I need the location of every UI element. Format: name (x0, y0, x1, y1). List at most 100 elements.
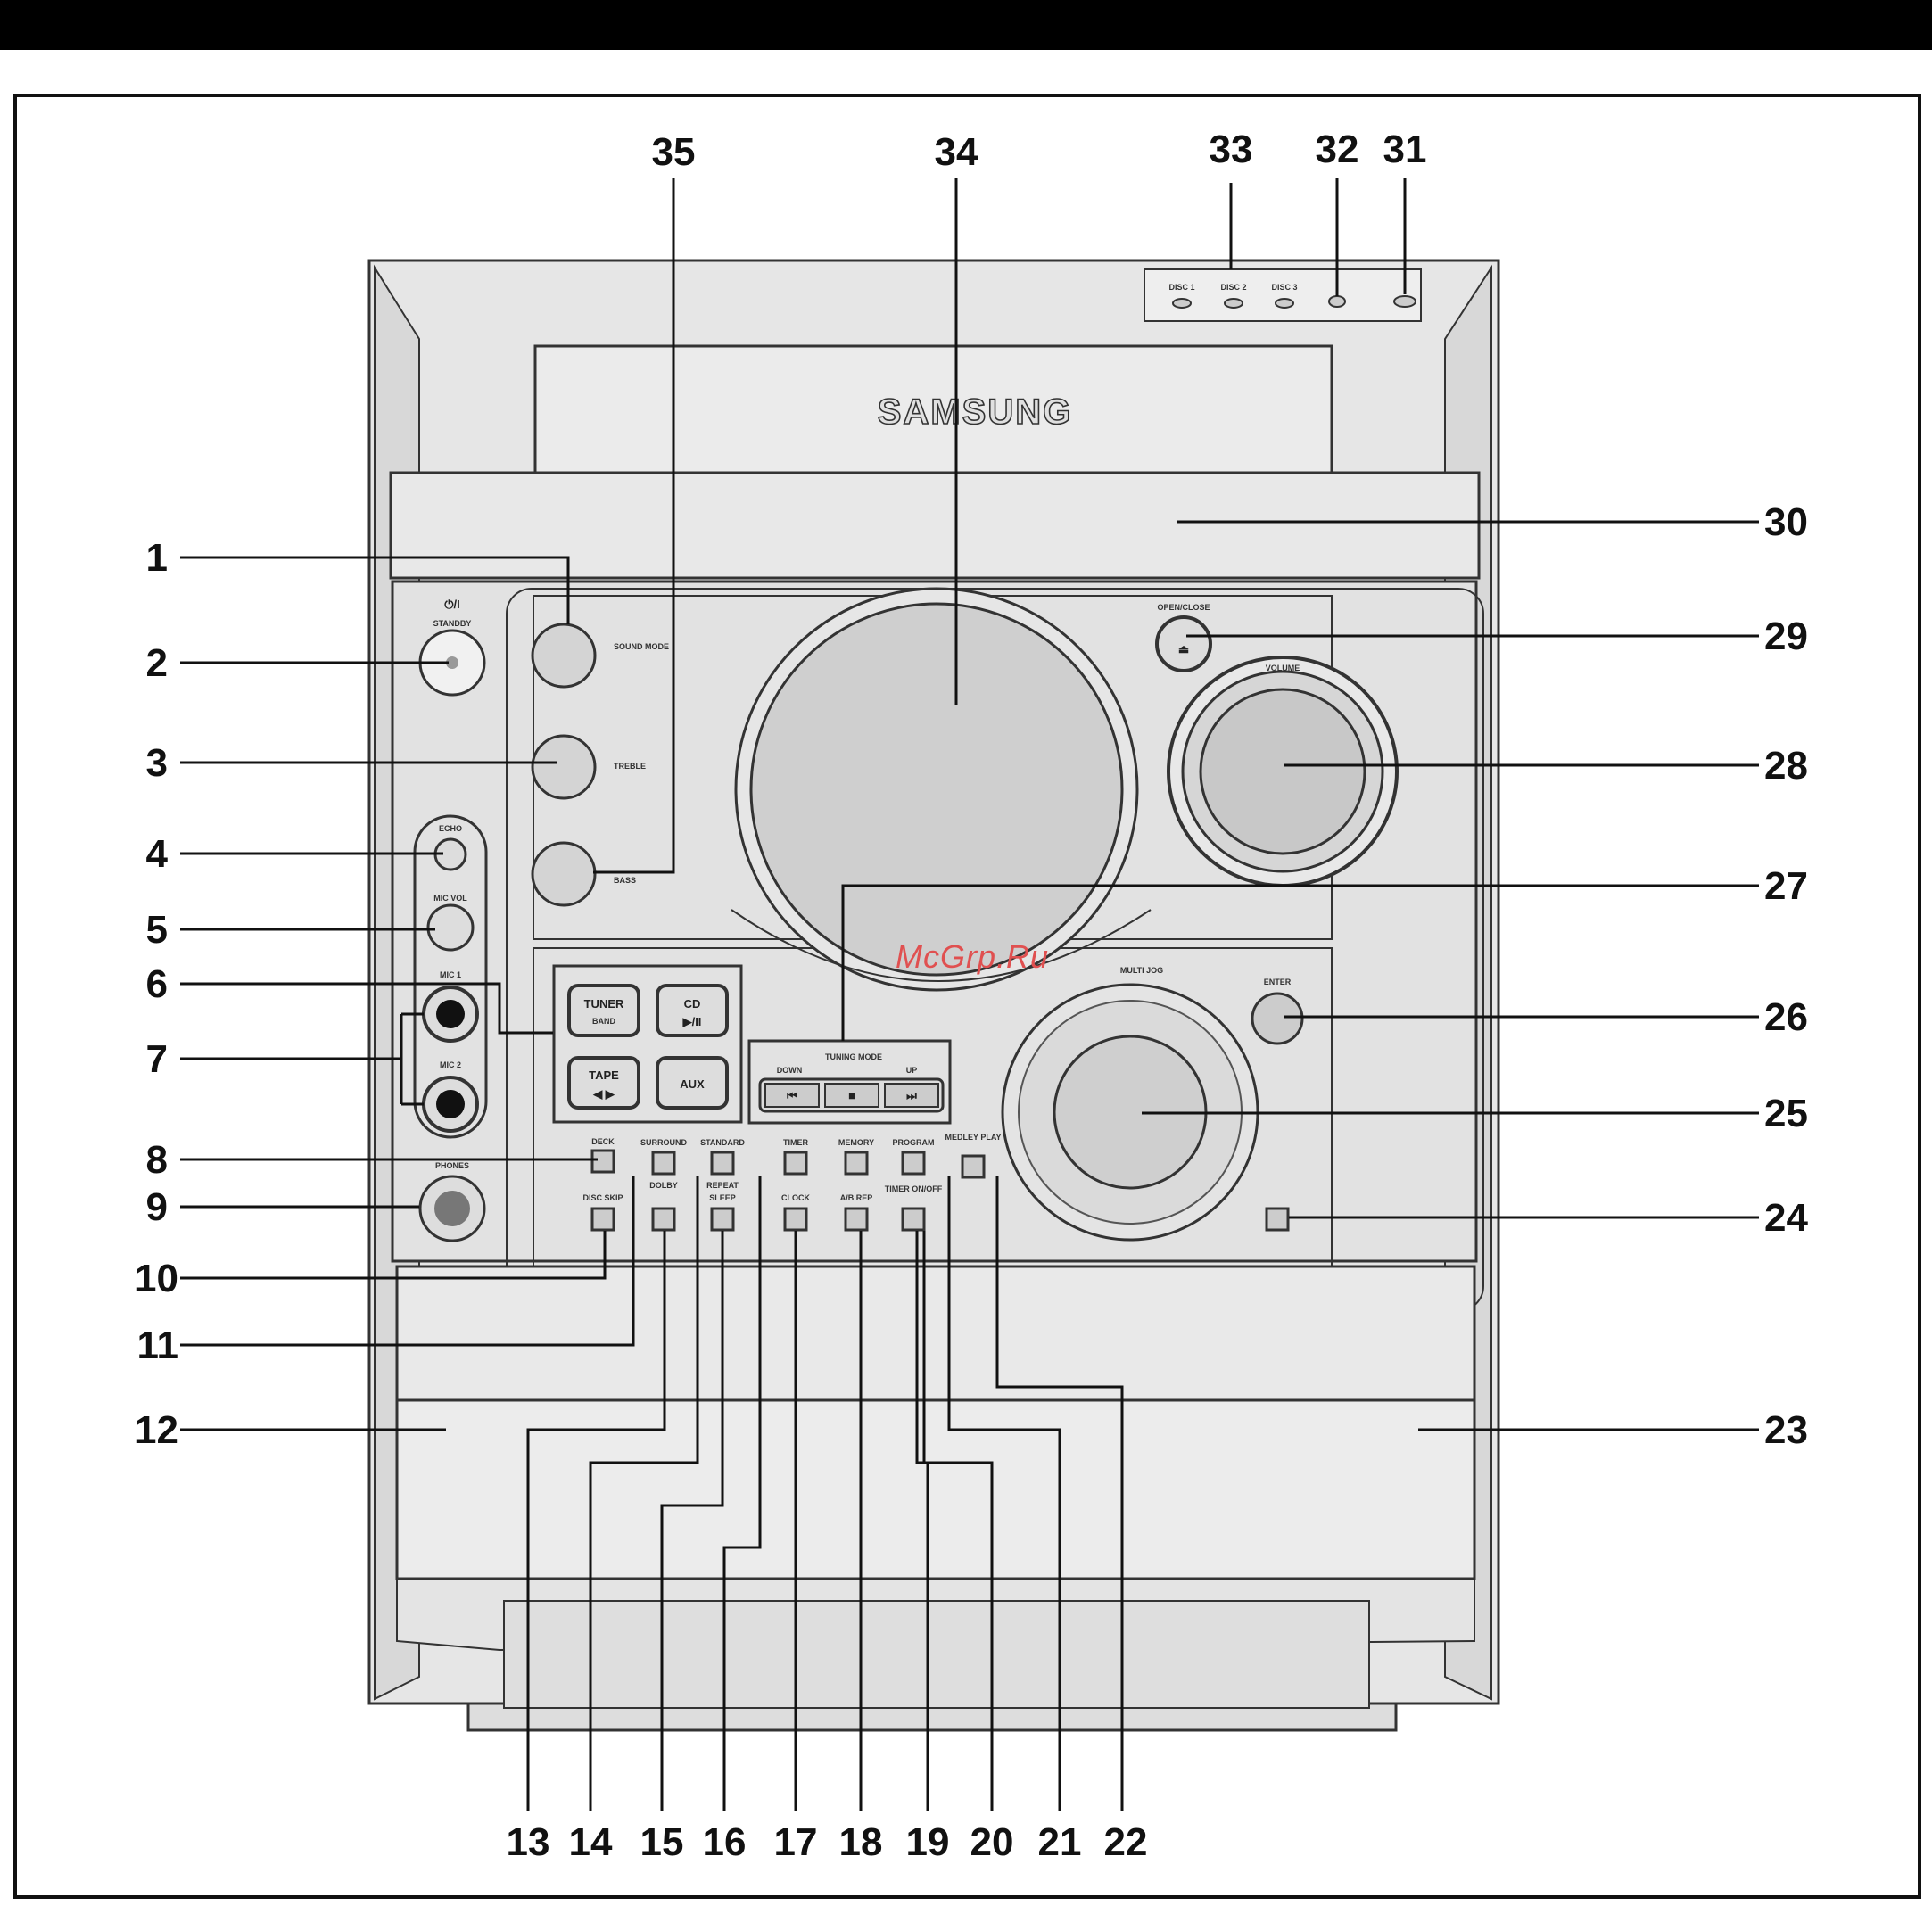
callout-33: 33 (1210, 128, 1253, 171)
callout-22: 22 (1104, 1820, 1148, 1864)
tuner-button[interactable] (567, 984, 640, 1037)
leader-lines (180, 178, 1759, 1811)
down-label: DOWN (777, 1066, 803, 1075)
sleep-label: SLEEP (709, 1193, 736, 1202)
samsung-logo: SAMSUNG (878, 392, 1072, 432)
top-black-band (0, 0, 1932, 50)
volume-knob[interactable] (1199, 688, 1366, 855)
skip-back-button[interactable] (764, 1083, 820, 1108)
callout-4: 4 (146, 832, 169, 876)
callout-26: 26 (1764, 995, 1808, 1039)
standby-label: STANDBY (433, 619, 472, 628)
enter-button[interactable] (1251, 992, 1304, 1045)
disc3-led (1275, 298, 1294, 309)
surround-button[interactable] (651, 1151, 676, 1176)
multi-jog-label: MULTI JOG (1120, 966, 1163, 975)
sound-mode-knob[interactable] (531, 623, 597, 689)
stop-button[interactable] (824, 1083, 879, 1108)
timer-onoff-button[interactable] (901, 1207, 926, 1232)
callout-31: 31 (1383, 128, 1427, 171)
clock-label: CLOCK (781, 1193, 810, 1202)
callout-32: 32 (1316, 128, 1359, 171)
ab-rep-button[interactable] (844, 1207, 869, 1232)
callout-3: 3 (146, 741, 168, 785)
disc-skip-button[interactable] (590, 1207, 615, 1232)
disc-indicators: DISC 1 DISC 2 DISC 3 (1168, 283, 1416, 309)
callout-2: 2 (146, 641, 168, 685)
clock-button[interactable] (783, 1207, 808, 1232)
tone-knobs: SOUND MODE TREBLE BASS (531, 623, 669, 907)
sleep-button[interactable] (710, 1207, 735, 1232)
tuning-controls: DOWN TUNING MODE UP ⏮ ■ ⏭ (747, 1039, 952, 1125)
callout-25: 25 (1764, 1092, 1808, 1135)
open-close-icon: ⏏ (1178, 642, 1189, 656)
skip-forward-icon: ⏭ (906, 1089, 917, 1102)
callout-1: 1 (146, 536, 168, 580)
deck-button[interactable] (590, 1149, 615, 1174)
program-button[interactable] (901, 1151, 926, 1176)
ab-rep-label: A/B REP (840, 1193, 873, 1202)
callout-6: 6 (146, 962, 168, 1006)
treble-label: TREBLE (614, 762, 646, 771)
medley-play-label: MEDLEY PLAY (945, 1133, 1001, 1142)
callout-5: 5 (146, 908, 168, 952)
aux-button[interactable] (656, 1056, 729, 1110)
open-close-label: OPEN/CLOSE (1157, 603, 1210, 612)
band-label: BAND (592, 1017, 615, 1026)
band-button[interactable] (651, 1207, 676, 1232)
bass-label: BASS (614, 876, 636, 885)
sound-mode-label: SOUND MODE (614, 642, 669, 651)
disc1-label: DISC 1 (1168, 283, 1194, 292)
function-buttons: TUNER BAND CD ▶/II TAPE ◀ ▶ AUX (552, 964, 743, 1124)
medley-play-button[interactable] (961, 1154, 986, 1179)
play-pause-icon: ▶/II (682, 1015, 702, 1028)
standard-label: STANDARD (700, 1138, 745, 1147)
standard-button[interactable] (710, 1151, 735, 1176)
program-label: PROGRAM (893, 1138, 935, 1147)
repeat-button[interactable] (783, 1151, 808, 1176)
callout-numbers: 1 2 3 4 5 6 7 8 9 10 11 12 13 14 15 16 1… (135, 128, 1808, 1864)
repeat-label: REPEAT (706, 1181, 739, 1190)
indicator-32-led (1328, 295, 1346, 308)
aux-label: AUX (680, 1077, 705, 1091)
cd-button[interactable] (656, 984, 729, 1037)
callout-21: 21 (1038, 1820, 1082, 1864)
small-buttons: DECK SURROUND DOLBY STANDARD REPEAT TIME… (582, 1133, 1002, 1232)
mic-vol-knob[interactable] (426, 903, 475, 952)
memory-label: MEMORY (838, 1138, 874, 1147)
callout-17: 17 (774, 1820, 818, 1864)
mic1-label: MIC 1 (440, 970, 461, 979)
tape-direction-icon: ◀ ▶ (592, 1087, 615, 1101)
right-controls: ⏏ OPEN/CLOSE VOLUME ENTER MULTI JOG (1001, 603, 1399, 1242)
enter-24-button[interactable] (1265, 1207, 1290, 1232)
callout-16: 16 (703, 1820, 747, 1864)
tape-label: TAPE (589, 1068, 619, 1082)
skip-forward-button[interactable] (884, 1083, 939, 1108)
tape-button[interactable] (567, 1056, 640, 1110)
callout-13: 13 (507, 1820, 550, 1864)
callout-28: 28 (1764, 744, 1808, 788)
treble-knob[interactable] (531, 734, 597, 800)
memory-button[interactable] (844, 1151, 869, 1176)
disc2-led (1224, 298, 1243, 309)
bass-knob[interactable] (531, 841, 597, 907)
callout-23: 23 (1764, 1408, 1808, 1452)
skip-back-icon: ⏮ (787, 1089, 797, 1102)
open-close-button[interactable] (1155, 615, 1212, 672)
surround-label: SURROUND (640, 1138, 688, 1147)
callout-8: 8 (146, 1138, 168, 1182)
mic-vol-label: MIC VOL (433, 894, 467, 903)
callout-18: 18 (839, 1820, 883, 1864)
outer-frame (13, 94, 1921, 1899)
mic2-label: MIC 2 (440, 1060, 461, 1069)
tuner-label: TUNER (584, 997, 624, 1011)
phones-label: PHONES (435, 1161, 469, 1170)
callout-15: 15 (640, 1820, 684, 1864)
echo-label: ECHO (439, 824, 462, 833)
volume-label: VOLUME (1266, 664, 1300, 672)
callout-24: 24 (1764, 1196, 1808, 1240)
dolby-label: DOLBY (649, 1181, 678, 1190)
enter-label: ENTER (1264, 978, 1292, 986)
